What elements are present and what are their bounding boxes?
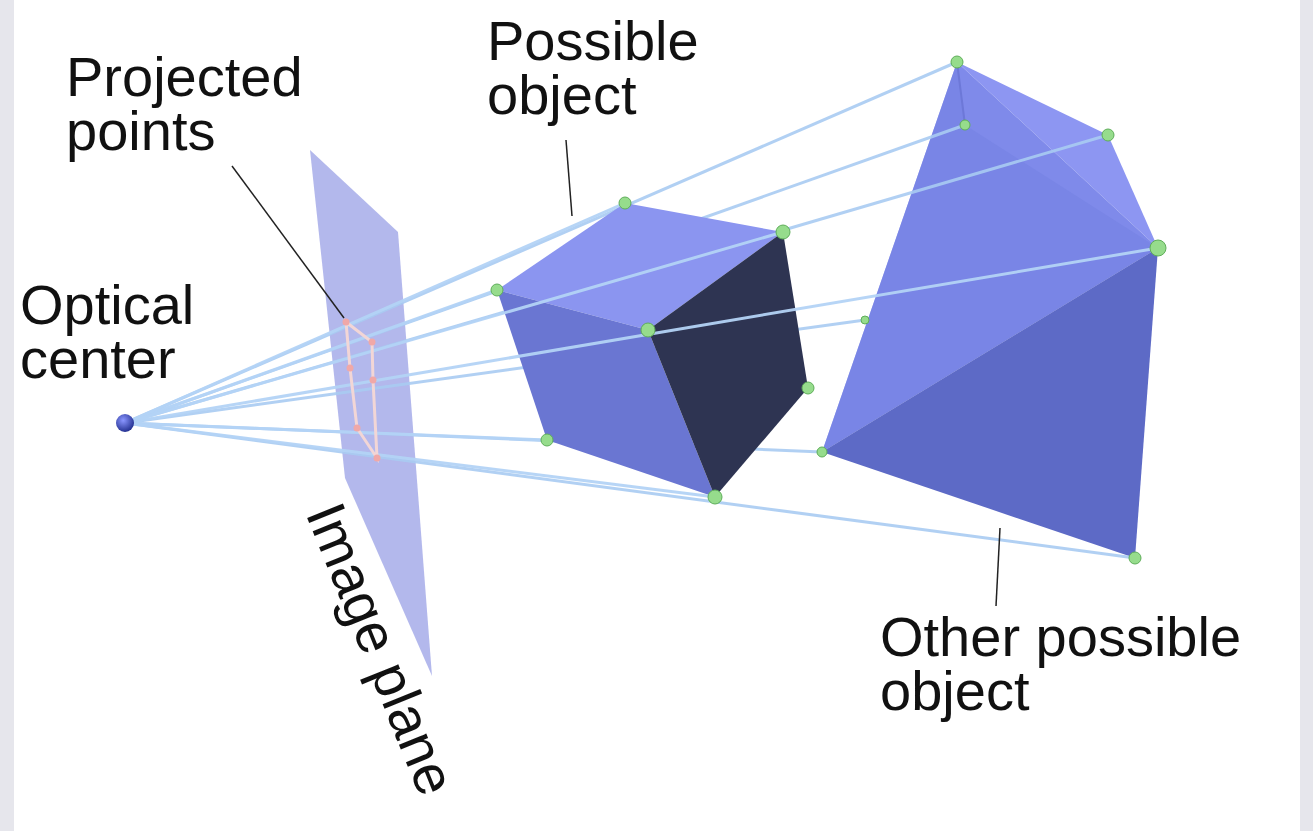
- optical-center-dot: [116, 414, 134, 432]
- callout-label: Optical center: [20, 278, 280, 386]
- callout-label: Other possible object: [880, 610, 1300, 718]
- possible-object: [497, 203, 808, 497]
- other-object: [822, 62, 1158, 558]
- projection-rays: [125, 62, 1135, 558]
- projected-points: [343, 319, 381, 462]
- front-rays: [125, 203, 1158, 497]
- canvas-ground: [14, 0, 1300, 831]
- vertex-dots: [491, 56, 1166, 564]
- callout-label: Projected points: [66, 50, 386, 158]
- callout-label: Possible object: [487, 14, 787, 122]
